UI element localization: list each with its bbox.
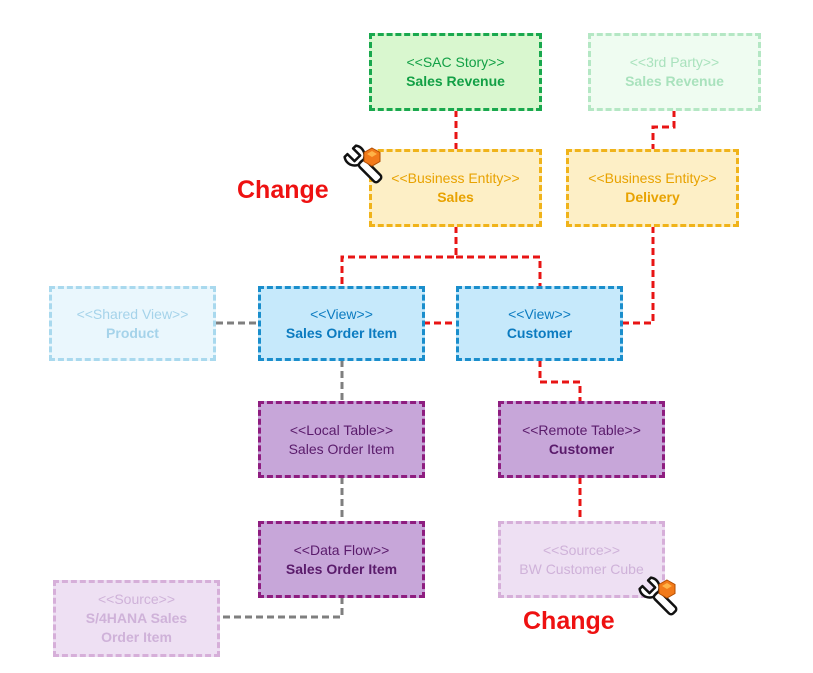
node-stereotype: <<Local Table>> bbox=[289, 421, 394, 438]
node-name: Sales Order Item bbox=[288, 440, 395, 457]
connector-view-customer-to-remote-table bbox=[538, 360, 582, 402]
node-name: Sales Order Item bbox=[285, 324, 398, 341]
node-view-customer[interactable]: <<View>> Customer bbox=[456, 286, 623, 361]
node-name: Customer bbox=[506, 324, 573, 341]
node-stereotype: <<View>> bbox=[310, 305, 373, 322]
node-third-party-sales-revenue[interactable]: <<3rd Party>> Sales Revenue bbox=[588, 33, 761, 111]
node-name: BW Customer Cube bbox=[519, 560, 644, 577]
node-name-line-1: S/4HANA Sales bbox=[85, 610, 188, 626]
node-stereotype: <<Shared View>> bbox=[76, 305, 189, 322]
node-source-s4hana-sales-order-item[interactable]: <<Source>> S/4HANA Sales Order Item bbox=[53, 580, 220, 657]
node-name: Sales Order Item bbox=[285, 560, 398, 577]
node-stereotype: <<Data Flow>> bbox=[293, 541, 390, 558]
node-name: Customer bbox=[548, 440, 615, 457]
node-stereotype: <<Source>> bbox=[97, 591, 176, 607]
node-stereotype: <<Source>> bbox=[542, 541, 621, 558]
node-shared-view-product[interactable]: <<Shared View>> Product bbox=[49, 286, 216, 361]
node-name: Sales Revenue bbox=[406, 73, 505, 89]
connector-data-flow-to-source-s4 bbox=[220, 597, 344, 619]
wrench-hexagon-icon bbox=[638, 576, 678, 616]
connector-be-delivery-to-view-customer bbox=[621, 226, 655, 325]
node-business-entity-sales[interactable]: <<Business Entity>> Sales bbox=[369, 149, 542, 227]
node-name: Sales Revenue bbox=[625, 73, 724, 89]
node-stereotype: <<Business Entity>> bbox=[588, 170, 717, 186]
node-stereotype: <<3rd Party>> bbox=[629, 54, 720, 70]
node-name-line-2: Order Item bbox=[101, 629, 172, 645]
node-remote-table-customer[interactable]: <<Remote Table>> Customer bbox=[498, 401, 665, 478]
connector-thirdparty-to-be-delivery bbox=[651, 110, 676, 150]
node-source-bw-customer-cube[interactable]: <<Source>> BW Customer Cube bbox=[498, 521, 665, 598]
node-sac-story-sales-revenue[interactable]: <<SAC Story>> Sales Revenue bbox=[369, 33, 542, 111]
node-name: Product bbox=[106, 324, 159, 341]
node-name: Delivery bbox=[625, 189, 680, 205]
node-name: Sales bbox=[437, 189, 474, 205]
node-stereotype: <<Business Entity>> bbox=[391, 170, 520, 186]
change-label-bottom: Change bbox=[523, 607, 615, 635]
node-business-entity-delivery[interactable]: <<Business Entity>> Delivery bbox=[566, 149, 739, 227]
connector-be-sales-to-views bbox=[340, 226, 542, 287]
node-local-table-sales-order-item[interactable]: <<Local Table>> Sales Order Item bbox=[258, 401, 425, 478]
node-stereotype: <<Remote Table>> bbox=[522, 421, 641, 438]
node-data-flow-sales-order-item[interactable]: <<Data Flow>> Sales Order Item bbox=[258, 521, 425, 598]
node-stereotype: <<SAC Story>> bbox=[406, 54, 505, 70]
node-view-sales-order-item[interactable]: <<View>> Sales Order Item bbox=[258, 286, 425, 361]
change-label-top: Change bbox=[237, 176, 329, 204]
wrench-hexagon-icon bbox=[343, 144, 383, 184]
node-stereotype: <<View>> bbox=[508, 305, 571, 322]
